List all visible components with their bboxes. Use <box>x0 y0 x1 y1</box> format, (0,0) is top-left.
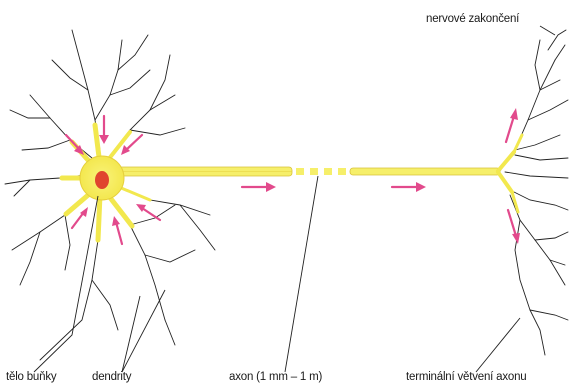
arrow-icon <box>506 108 518 142</box>
label-dendrites: dendrity <box>92 371 131 383</box>
label-nerve-ending: nervové zakončení <box>426 13 519 25</box>
leader-dendrites-1 <box>122 296 140 372</box>
label-axon: axon (1 mm – 1 m) <box>229 371 322 383</box>
arrow-icon <box>66 135 84 155</box>
terminal-trunks <box>498 135 522 212</box>
cell-body <box>80 156 124 200</box>
leader-terminal <box>476 318 520 372</box>
arrow-icon <box>392 182 426 192</box>
arrow-icon <box>112 216 122 244</box>
arrow-icon <box>99 116 109 144</box>
label-cell-body: tělo buňky <box>6 371 56 383</box>
arrow-icon <box>242 182 276 192</box>
leader-dendrites-2 <box>122 290 165 372</box>
leader-axon <box>285 176 318 372</box>
axon <box>112 167 500 176</box>
label-terminal-branches: terminální větvení axonu <box>406 371 527 383</box>
leader-ending <box>540 26 555 35</box>
nucleus <box>95 171 109 189</box>
arrow-icon <box>72 207 88 228</box>
arrow-icon <box>136 204 160 220</box>
